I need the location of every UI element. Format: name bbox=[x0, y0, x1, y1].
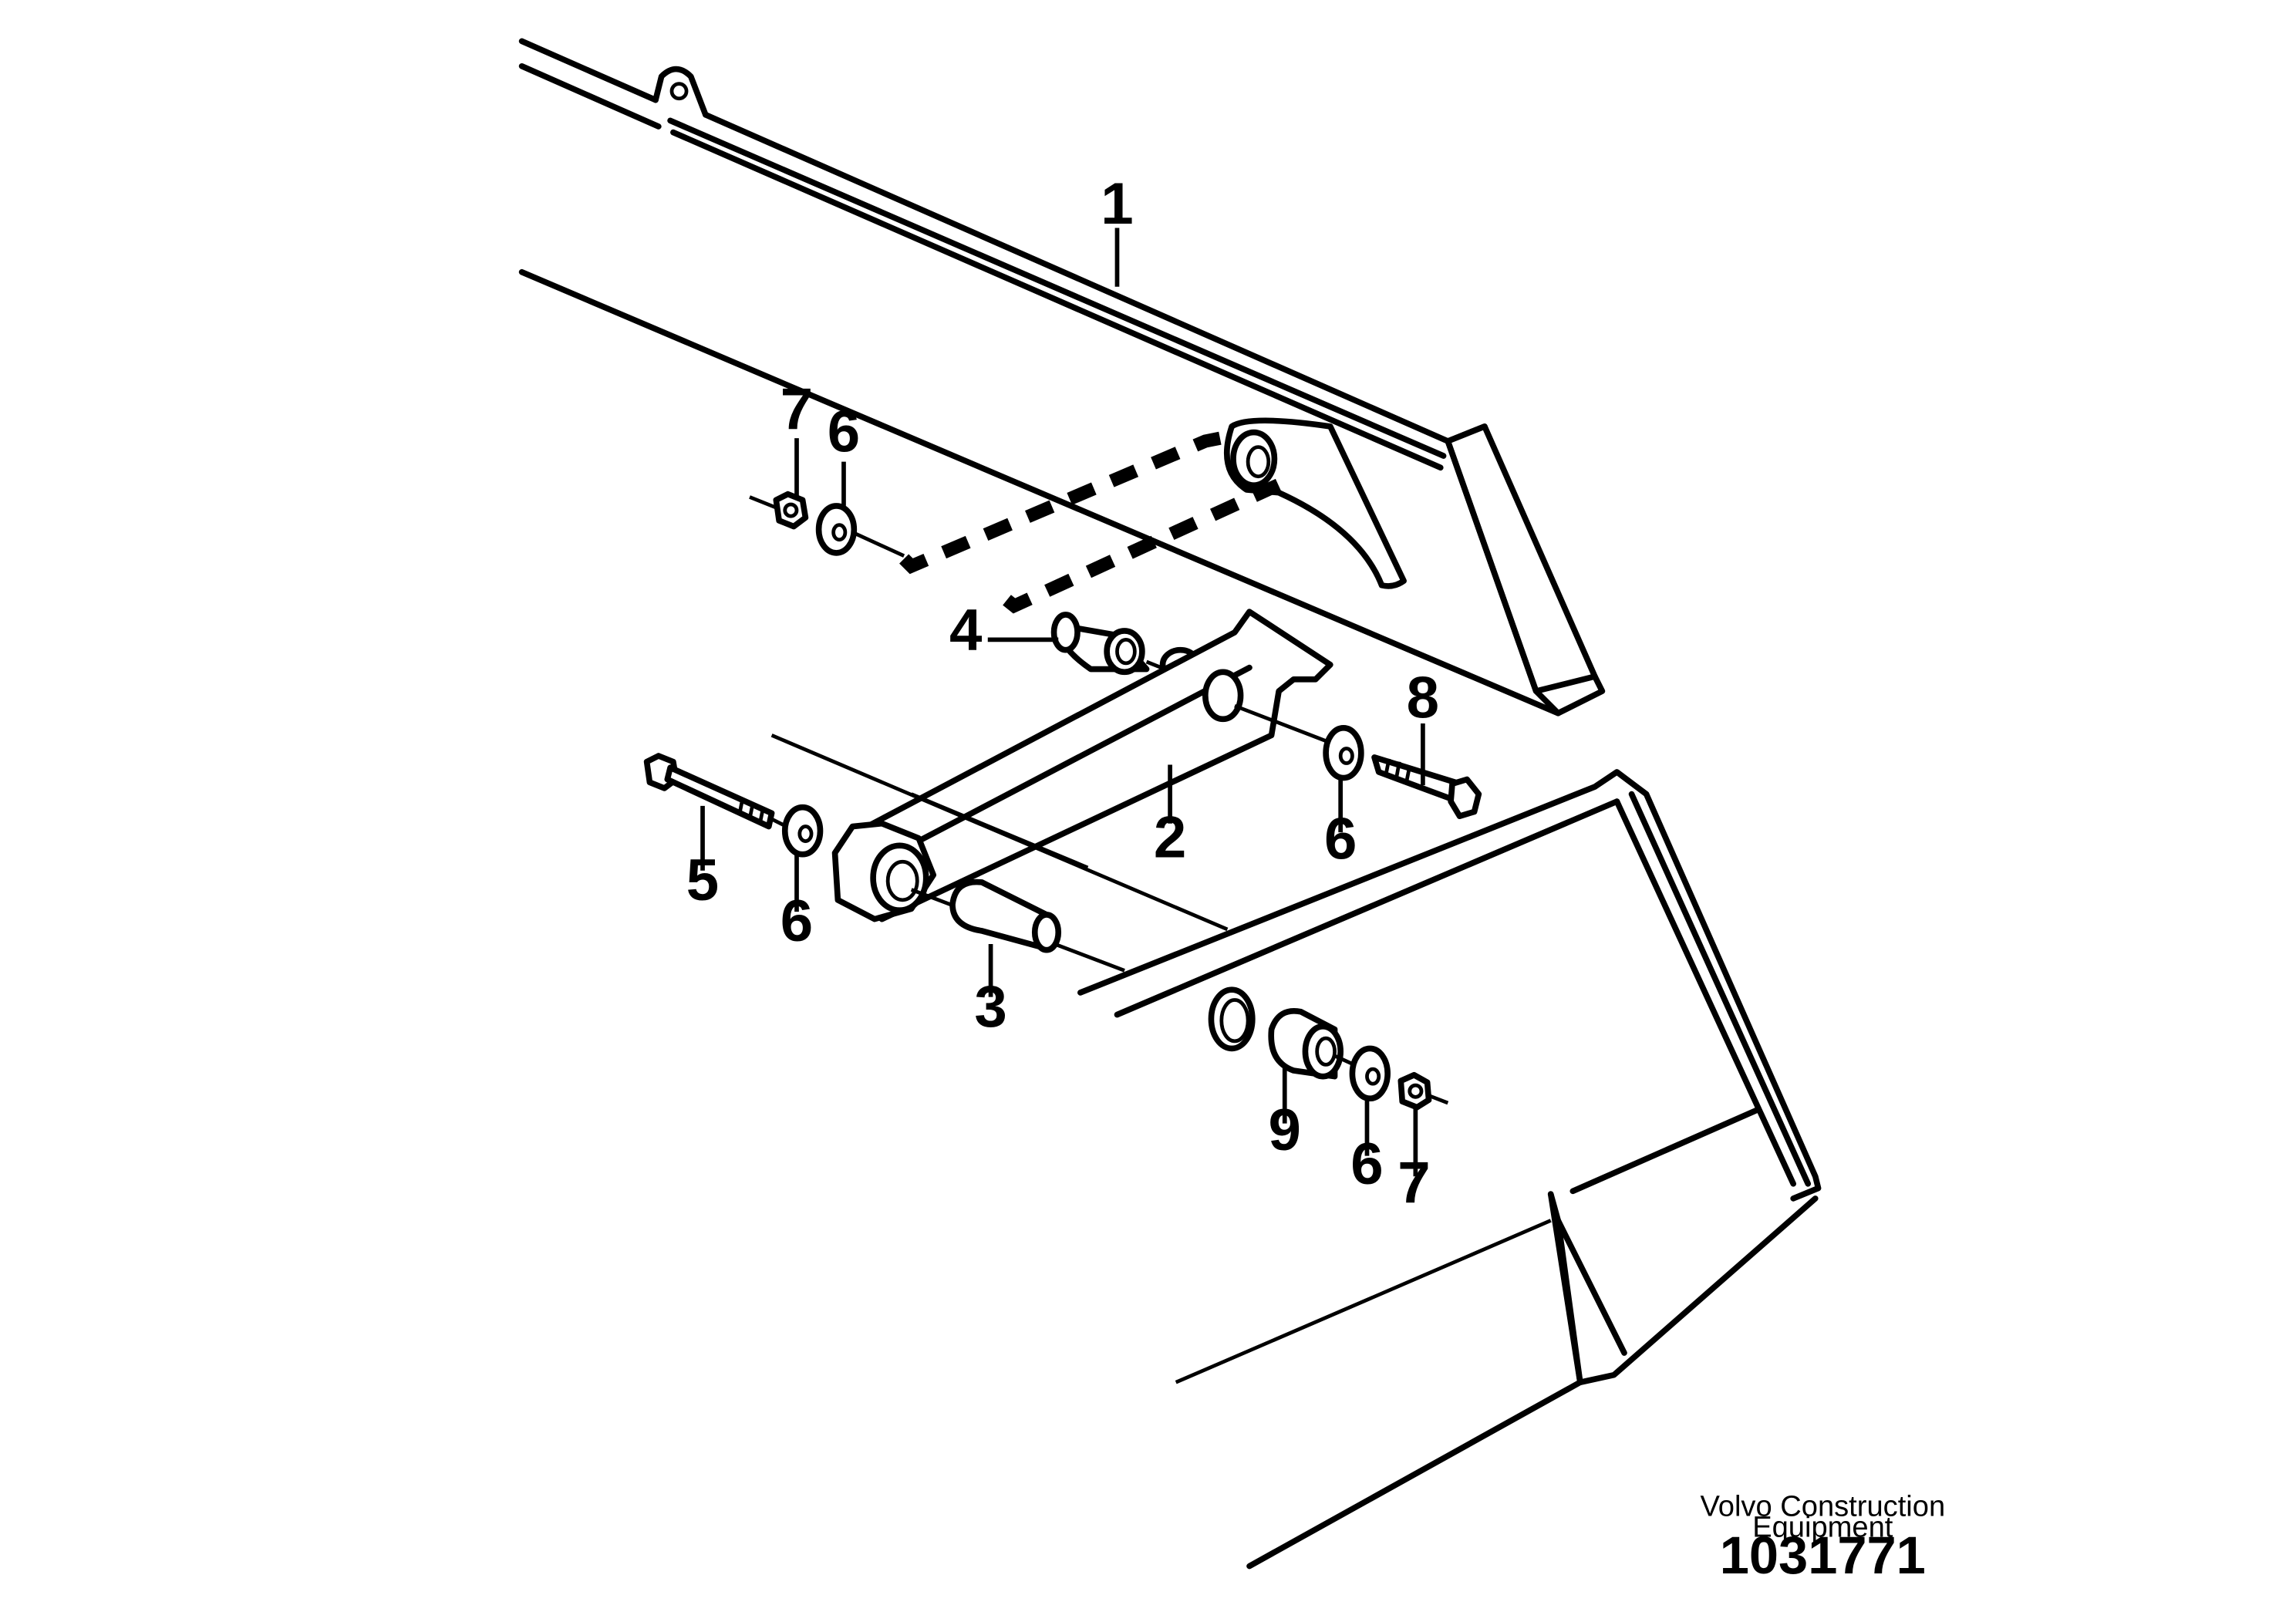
callout-7-lower: 7 bbox=[1397, 1151, 1430, 1216]
callout-6-left: 6 bbox=[781, 889, 813, 954]
callout-4: 4 bbox=[949, 598, 982, 663]
callout-5: 5 bbox=[686, 848, 719, 913]
bushing-lower bbox=[949, 878, 1062, 953]
nut-lower bbox=[1397, 1071, 1449, 1111]
callouts: 1 2 3 4 5 6 6 6 6 7 7 8 9 bbox=[686, 171, 1439, 1216]
washer-left bbox=[781, 804, 824, 858]
leader-lines bbox=[700, 228, 1425, 1177]
callout-2: 2 bbox=[1154, 805, 1186, 871]
washer-top bbox=[815, 503, 858, 556]
seal-ring bbox=[1208, 986, 1256, 1052]
brand-line-2: Equipment bbox=[1752, 1510, 1893, 1543]
bushing-spacer bbox=[1268, 1008, 1368, 1080]
callout-3: 3 bbox=[974, 974, 1006, 1040]
boom-arm bbox=[518, 38, 1606, 717]
nut-top bbox=[773, 491, 809, 530]
callout-7-top: 7 bbox=[781, 377, 813, 443]
brand-line-1: Volvo Construction bbox=[1700, 1490, 1945, 1523]
callout-6-top: 6 bbox=[828, 399, 860, 464]
link-arm bbox=[831, 609, 1333, 973]
bucket bbox=[770, 733, 1822, 1570]
bolt-long bbox=[643, 753, 787, 830]
washer-right bbox=[1323, 724, 1364, 781]
callout-6-lower: 6 bbox=[1350, 1131, 1383, 1197]
bolt-right bbox=[1371, 754, 1482, 819]
footer: Volvo Construction Equipment 1031771 bbox=[1700, 1490, 1945, 1585]
callout-1: 1 bbox=[1101, 171, 1133, 237]
document-number: 1031771 bbox=[1720, 1526, 1926, 1585]
callout-6-right: 6 bbox=[1324, 806, 1357, 872]
washer-lower bbox=[1349, 1045, 1391, 1102]
callout-8: 8 bbox=[1407, 665, 1439, 730]
callout-9: 9 bbox=[1269, 1098, 1301, 1163]
